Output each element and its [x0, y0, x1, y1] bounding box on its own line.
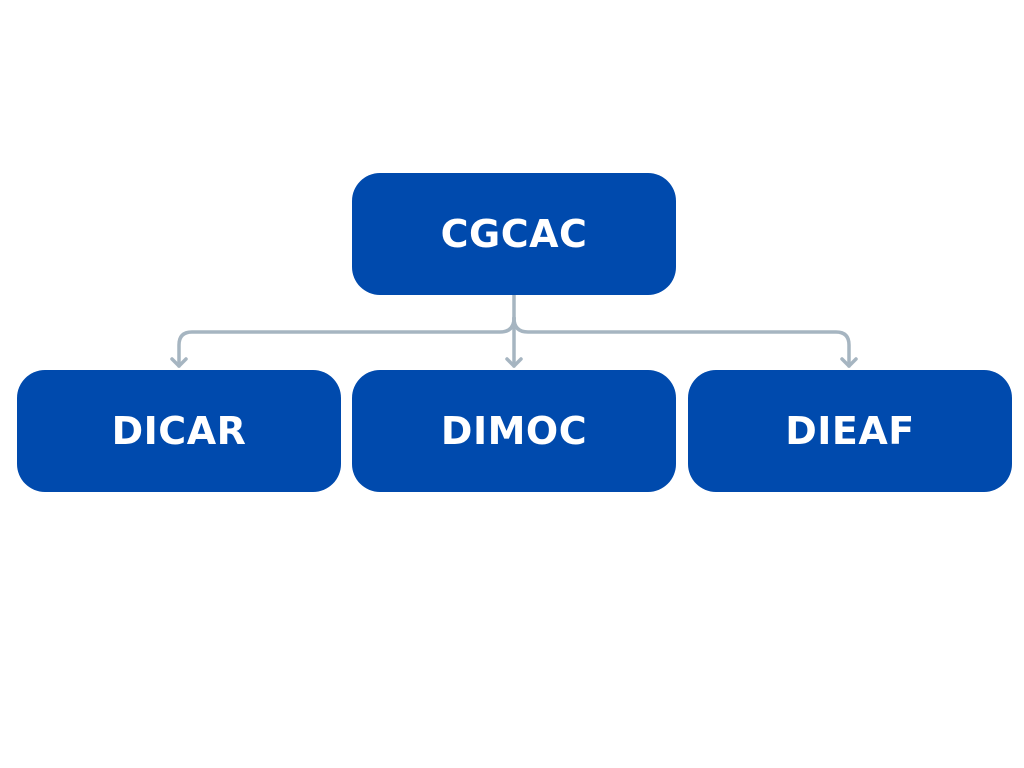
node-dicar: DICAR	[17, 370, 341, 492]
connector-to-dieaf	[512, 316, 851, 368]
node-label-cgcac: CGCAC	[440, 212, 588, 256]
node-label-dieaf: DIEAF	[785, 409, 915, 453]
connector-to-dicar	[177, 316, 516, 368]
arrowhead-dieaf	[840, 357, 858, 368]
arrowhead-dimoc	[505, 357, 523, 368]
node-label-dimoc: DIMOC	[440, 409, 588, 453]
node-cgcac: CGCAC	[352, 173, 676, 295]
node-dieaf: DIEAF	[688, 370, 1012, 492]
arrowhead-dicar	[170, 357, 188, 368]
node-dimoc: DIMOC	[352, 370, 676, 492]
node-label-dicar: DICAR	[111, 409, 247, 453]
